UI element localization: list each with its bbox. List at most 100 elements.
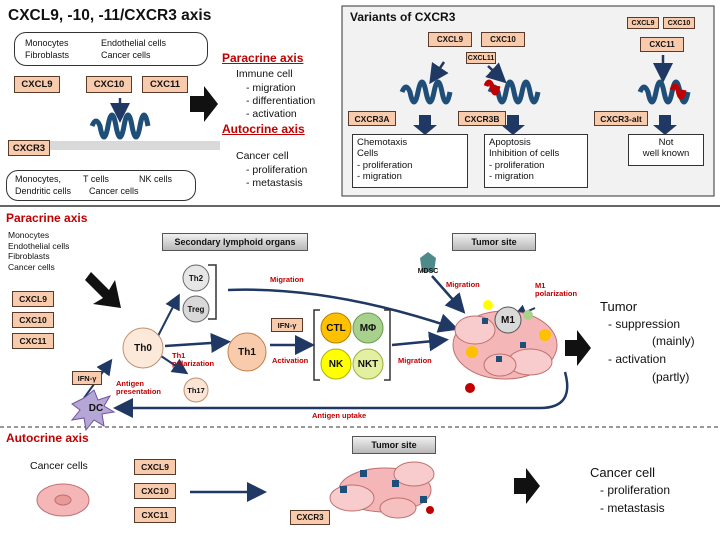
effect-line: well known: [642, 148, 690, 160]
migration-label-top: Migration: [270, 275, 304, 284]
tumor-outcome-line: - suppression: [608, 317, 681, 331]
mdsc-cell: [420, 252, 436, 272]
source-cell-item: Endothelial cells: [101, 38, 167, 48]
cxcr3a-effects: Chemotaxis Cells - proliferation - migra…: [352, 134, 468, 188]
paracrine-heading-top: Paracrine axis: [222, 51, 304, 65]
tumor-big-arrow: [565, 330, 591, 366]
source-cell-item: Monocytes: [8, 230, 50, 240]
cxcr3b-label: CXCR3B: [458, 111, 506, 126]
paracrine-ligand-cxc10: CXC10: [12, 312, 54, 328]
autocrine-outcome-item: - metastasis: [600, 501, 665, 515]
autocrine-item: - proliferation: [246, 164, 308, 176]
nkt-label: NKT: [357, 358, 379, 370]
activation-label: Activation: [272, 356, 309, 365]
th0-cell: [122, 327, 164, 369]
autocrine-item: - metastasis: [246, 177, 303, 189]
ctl-cell: [320, 312, 352, 344]
tumor-outcome-line: (partly): [652, 370, 690, 384]
effect-line: - proliferation: [357, 159, 413, 171]
source-cell-item: Fibroblasts: [25, 50, 70, 60]
autocrine-tumor-cluster: [329, 461, 435, 519]
mphi-label: MΦ: [359, 322, 377, 334]
alt-ligand-cxc10: CXC10: [663, 17, 695, 29]
autocrine-outcome-item: - proliferation: [600, 483, 671, 497]
receptor-cell-item: T cells: [83, 174, 109, 184]
paracrine-item: - differentiation: [246, 95, 316, 107]
th1-polarization-label: Th1 polarization: [172, 351, 215, 369]
mdsc-label: MDSC: [417, 267, 439, 275]
m1-polarization-label: M1 polarization: [535, 281, 578, 299]
paracrine-subject: Immune cell: [236, 68, 293, 80]
autocrine-section-heading: Autocrine axis: [6, 431, 89, 445]
tumor-outcome-line: (mainly): [652, 334, 695, 348]
source-cell-item: Monocytes: [25, 38, 69, 48]
ligand-cxc11: CXC11: [142, 76, 188, 93]
receptor-cell-item: Cancer cells: [89, 186, 139, 196]
th1-label: Th1: [238, 346, 256, 358]
variant-ligand-cxcl11: CXCL11: [466, 52, 496, 64]
th2-label: Th2: [188, 273, 204, 283]
source-cell-item: Endothelial cells: [8, 240, 70, 251]
variant-ligand-cxcl9: CXCL9: [428, 32, 472, 47]
tumor-outcome-line: - activation: [608, 352, 667, 366]
treg-cell: [182, 295, 210, 323]
paracrine-source-cells: Monocytes Endothelial cells Fibroblasts …: [8, 230, 69, 273]
effect-line: Not: [658, 137, 674, 148]
receptor-cxcr3: CXCR3: [8, 140, 50, 156]
th17-cell: [183, 377, 209, 403]
autocrine-tumor-site-tag: Tumor site: [352, 436, 436, 454]
source-cell-item: Fibroblasts: [8, 251, 50, 262]
receptor-cell-item: NK cells: [139, 174, 173, 184]
tumor-site-tag: Tumor site: [452, 233, 536, 251]
autocrine-outcome-subject: Cancer cell: [590, 465, 656, 480]
paracrine-big-arrow: [85, 272, 121, 308]
treg-label: Treg: [187, 304, 205, 314]
ligand-cxc10: CXC10: [86, 76, 132, 93]
variants-title: Variants of CXCR3: [350, 10, 456, 24]
th17-label: Th17: [187, 385, 205, 395]
autocrine-ligand-cxc11: CXC11: [134, 507, 176, 523]
autocrine-heading-top: Autocrine axis: [222, 122, 305, 136]
source-cell-item: Cancer cells: [101, 50, 151, 60]
receptor-cell-item: Monocytes,: [15, 174, 62, 184]
nk-cell: [320, 348, 352, 380]
source-cells-callout: Monocytes Endothelial cells Fibroblasts …: [14, 32, 208, 66]
tumor-outcome-subject: Tumor: [600, 299, 638, 314]
effect-line: Apoptosis: [489, 137, 531, 148]
paracrine-ligand-cxcl9: CXCL9: [12, 291, 54, 307]
paracrine-ligand-cxc11: CXC11: [12, 333, 54, 349]
membrane: [30, 141, 220, 150]
paracrine-section-heading: Paracrine axis: [6, 211, 88, 225]
dc-cell: [70, 389, 116, 432]
receptor-icon: [89, 112, 151, 140]
source-cell-item: Cancer cells: [8, 261, 55, 272]
paracrine-item: - activation: [246, 108, 297, 120]
effect-line: Cells: [357, 148, 379, 160]
secondary-lymphoid-tag: Secondary lymphoid organs: [162, 233, 308, 251]
th0-label: Th0: [134, 342, 152, 354]
autocrine-big-arrow: [514, 468, 540, 504]
alt-ligand-cxcl9: CXCL9: [627, 17, 659, 29]
nkt-cell: [352, 348, 384, 380]
effect-line: - migration: [489, 171, 534, 183]
effect-line: Inhibition of cells: [489, 148, 560, 160]
effect-line: - proliferation: [489, 159, 545, 171]
autocrine-subject: Cancer cell: [236, 150, 289, 162]
autocrine-ligand-cxc10: CXC10: [134, 483, 176, 499]
autocrine-receptor: CXCR3: [290, 510, 330, 525]
th1-cell: [227, 332, 267, 372]
tumor-cluster: [452, 300, 558, 393]
alt-ligand-cxc11: CXC11: [640, 37, 684, 52]
ligand-cxcl9: CXCL9: [14, 76, 60, 93]
receptor-cells-callout: Monocytes, T cells NK cells Dendritic ce…: [6, 170, 196, 201]
m1-label: M1: [501, 314, 515, 326]
effect-line: Chemotaxis: [357, 137, 408, 148]
big-arrow-top: [190, 86, 218, 122]
mphi-cell: [352, 312, 384, 344]
cxcr3-alt-label: CXCR3-alt: [594, 111, 648, 126]
cxcr3-alt-effects: Not well known: [628, 134, 704, 166]
antigen-uptake-label: Antigen uptake: [312, 411, 367, 420]
nk-label: NK: [328, 358, 344, 370]
variant-ligand-cxc10: CXC10: [481, 32, 525, 47]
